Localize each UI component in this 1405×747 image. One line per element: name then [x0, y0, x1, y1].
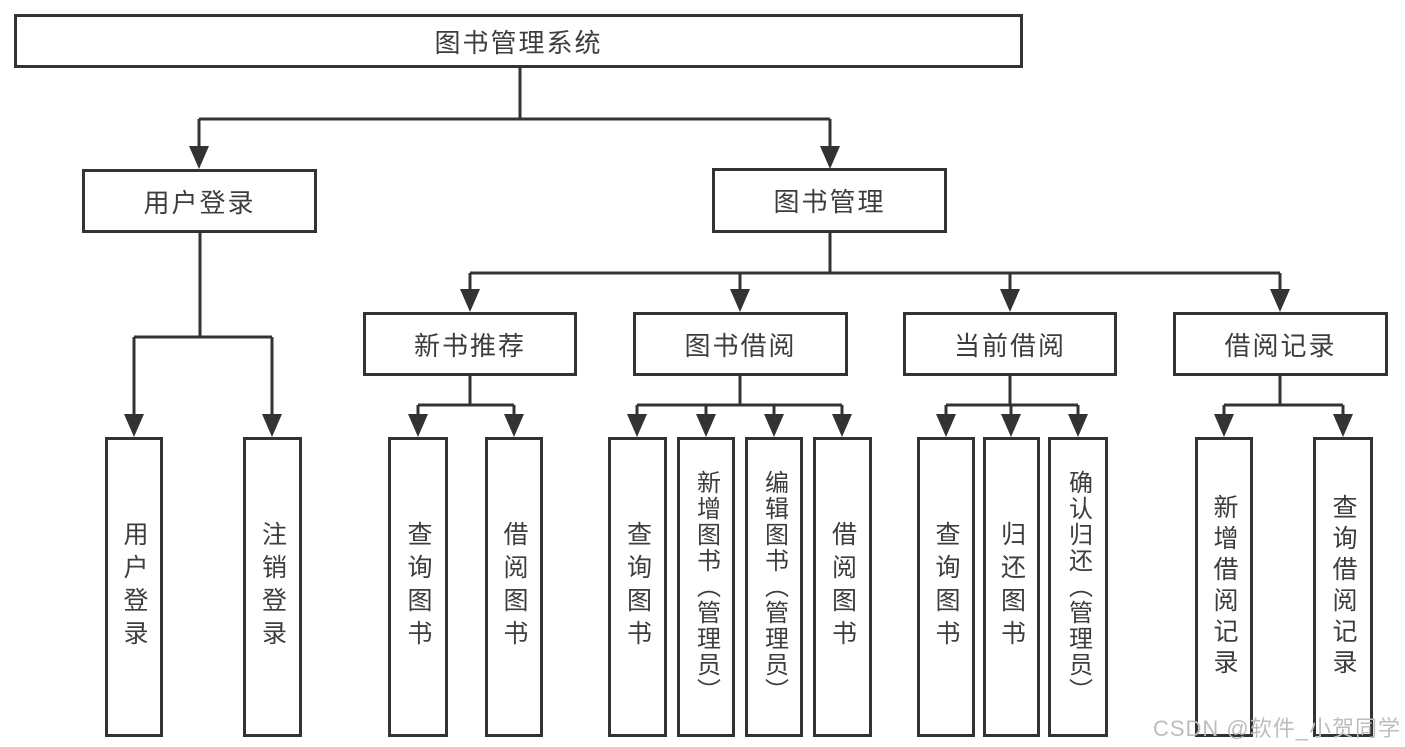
- node-borrow-records-label: 借阅记录: [1224, 330, 1337, 361]
- leaf-confirm-return-admin: 确认归还（管理员）: [1048, 437, 1108, 737]
- watermark: CSDN @软件_小贺同学: [1152, 716, 1401, 741]
- leaf-query-books-3: 查询图书: [917, 437, 975, 737]
- leaf-borrow-books-2: 借阅图书: [813, 437, 872, 737]
- leaf-borrow-books-1-label: 借阅图书: [500, 521, 528, 653]
- node-book-mgmt-label: 图书管理: [773, 187, 886, 217]
- node-current-borrow-label: 当前借阅: [953, 330, 1066, 361]
- leaf-query-books-2-label: 查询图书: [623, 521, 652, 653]
- leaf-add-borrow-record-label: 新增借阅记录: [1210, 494, 1238, 680]
- node-root: 图书管理系统: [14, 14, 1023, 68]
- leaf-query-books-2: 查询图书: [608, 437, 667, 737]
- leaf-borrow-books-2-label: 借阅图书: [828, 521, 857, 653]
- leaf-query-books-3-label: 查询图书: [932, 521, 960, 653]
- node-borrow-records: 借阅记录: [1173, 312, 1388, 376]
- leaf-edit-book-admin-label: 编辑图书（管理员）: [760, 470, 788, 704]
- leaf-add-book-admin: 新增图书（管理员）: [677, 437, 735, 737]
- leaf-query-borrow-record: 查询借阅记录: [1313, 437, 1373, 737]
- arrowheads: [124, 146, 1353, 437]
- node-book-borrow-label: 图书借阅: [684, 330, 797, 361]
- node-user-login-label: 用户登录: [143, 187, 256, 218]
- node-root-label: 图书管理系统: [434, 27, 603, 58]
- leaf-user-login-label: 用户登录: [120, 521, 148, 653]
- leaf-return-books: 归还图书: [983, 437, 1040, 737]
- leaf-query-books-1: 查询图书: [388, 437, 448, 737]
- leaf-add-book-admin-label: 新增图书（管理员）: [692, 470, 720, 704]
- leaf-query-books-1-label: 查询图书: [404, 521, 432, 653]
- node-new-book-rec: 新书推荐: [363, 312, 577, 376]
- node-new-book-rec-label: 新书推荐: [413, 330, 526, 361]
- leaf-edit-book-admin: 编辑图书（管理员）: [745, 437, 803, 737]
- leaf-query-borrow-record-label: 查询借阅记录: [1329, 494, 1357, 680]
- node-user-login: 用户登录: [82, 169, 317, 233]
- leaf-user-login: 用户登录: [105, 437, 163, 737]
- leaf-logout-label: 注销登录: [258, 521, 287, 653]
- node-book-mgmt: 图书管理: [712, 168, 947, 233]
- leaf-return-books-label: 归还图书: [997, 521, 1026, 653]
- leaf-logout: 注销登录: [243, 437, 302, 737]
- leaf-add-borrow-record: 新增借阅记录: [1195, 437, 1253, 737]
- node-book-borrow: 图书借阅: [633, 312, 848, 376]
- leaf-confirm-return-admin-label: 确认归还（管理员）: [1064, 470, 1092, 704]
- leaf-borrow-books-1: 借阅图书: [485, 437, 543, 737]
- node-current-borrow: 当前借阅: [903, 312, 1117, 376]
